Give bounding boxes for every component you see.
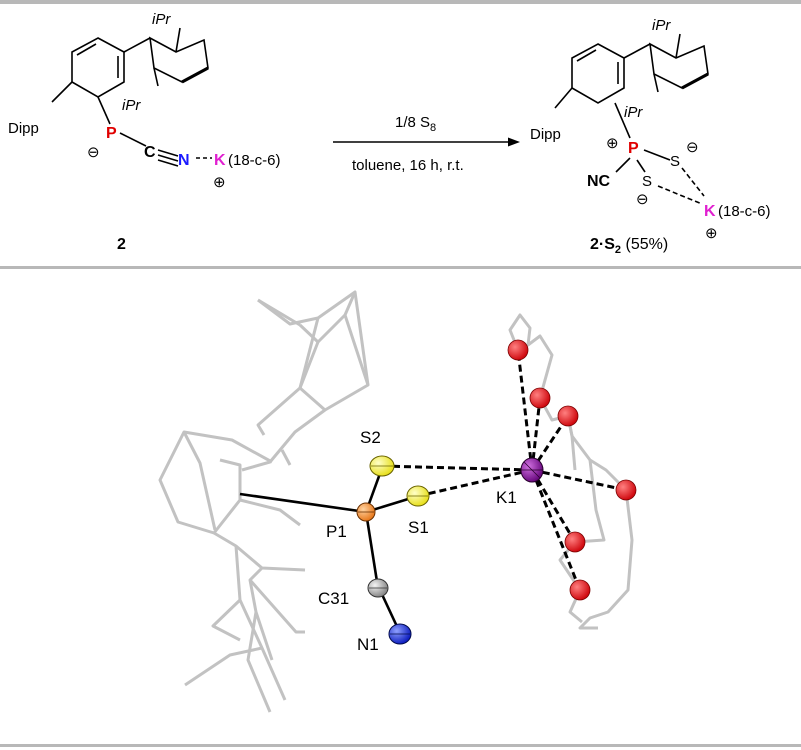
reactant-n-atom: N xyxy=(178,152,190,169)
reactant-compound-number: 2 xyxy=(117,236,126,253)
arrow-conditions: toluene, 16 h, r.t. xyxy=(352,157,464,174)
product-dipp-label: Dipp xyxy=(530,126,561,143)
product-ipr-top: iPr xyxy=(652,17,671,34)
oxygen-atom-2 xyxy=(529,387,551,409)
middle-rule xyxy=(0,266,801,269)
wireframe-crown-ether xyxy=(508,313,634,630)
oxygen-atom-4 xyxy=(615,479,637,501)
label-c31: C31 xyxy=(318,589,349,608)
reactant-central-ring xyxy=(71,37,125,98)
arrow-reagent: 1/8 S8 xyxy=(395,114,436,134)
wireframe-ligand xyxy=(158,290,370,713)
product-s-atom-1: S xyxy=(670,153,680,170)
oxygen-atom-6 xyxy=(569,579,591,601)
product-upper-ring xyxy=(648,42,709,89)
reactant-ipr-bottom: iPr xyxy=(122,97,141,114)
product-p-plus-charge: ⊕ xyxy=(606,135,619,152)
oxygen-atom-3 xyxy=(557,405,579,427)
reactant-ipr-top: iPr xyxy=(152,11,171,28)
bond-p1-caryl xyxy=(239,492,367,514)
k1-contacts xyxy=(381,349,627,591)
arrow-head xyxy=(508,137,520,147)
product-ipr-bottom: iPr xyxy=(624,104,643,121)
reactant-crown-label: (18-c-6) xyxy=(228,152,281,169)
product-nc-group: NC xyxy=(587,173,611,190)
reactant-c-atom: C xyxy=(144,144,156,161)
reactant-labels: iPr iPr Dipp P ⊖ C N K (18-c-6) ⊕ 2 xyxy=(8,11,281,253)
reactant-structure xyxy=(51,27,212,167)
product-central-ring xyxy=(571,43,625,104)
bond-p1-c31 xyxy=(364,511,380,589)
reactant-dipp-label: Dipp xyxy=(8,120,39,137)
oxygen-atom-5 xyxy=(564,531,586,553)
reactant-upper-ring xyxy=(148,36,209,83)
product-s-charge-2: ⊖ xyxy=(636,191,649,208)
reactant-p-atom: P xyxy=(106,125,117,142)
reactant-p-minus-charge: ⊖ xyxy=(87,144,100,161)
label-n1: N1 xyxy=(357,635,379,654)
label-s2: S2 xyxy=(360,428,381,447)
reactant-k-atom: K xyxy=(214,152,226,169)
reactant-k-plus-charge: ⊕ xyxy=(213,174,226,191)
product-structure xyxy=(554,33,709,205)
label-k1: K1 xyxy=(496,488,517,507)
reaction-arrow: 1/8 S8 toluene, 16 h, r.t. xyxy=(333,114,520,174)
product-compound-label: 2·S2 (55%) xyxy=(590,236,668,256)
oxygen-atom-1 xyxy=(507,339,529,361)
product-labels: iPr iPr Dipp ⊕ P NC S ⊖ S ⊖ K (18-c-6) ⊕… xyxy=(530,17,771,256)
top-rule xyxy=(0,0,801,4)
product-crown-label: (18-c-6) xyxy=(718,203,771,220)
product-p-atom: P xyxy=(628,140,639,157)
product-s-atom-2: S xyxy=(642,173,652,190)
bottom-rule xyxy=(0,744,801,747)
label-p1: P1 xyxy=(326,522,347,541)
crystal-structure: S2 S1 P1 K1 C31 N1 xyxy=(158,290,637,713)
product-k-charge: ⊕ xyxy=(705,225,718,242)
product-k-atom: K xyxy=(704,203,716,220)
label-s1: S1 xyxy=(408,518,429,537)
product-s-charge-1: ⊖ xyxy=(686,139,699,156)
